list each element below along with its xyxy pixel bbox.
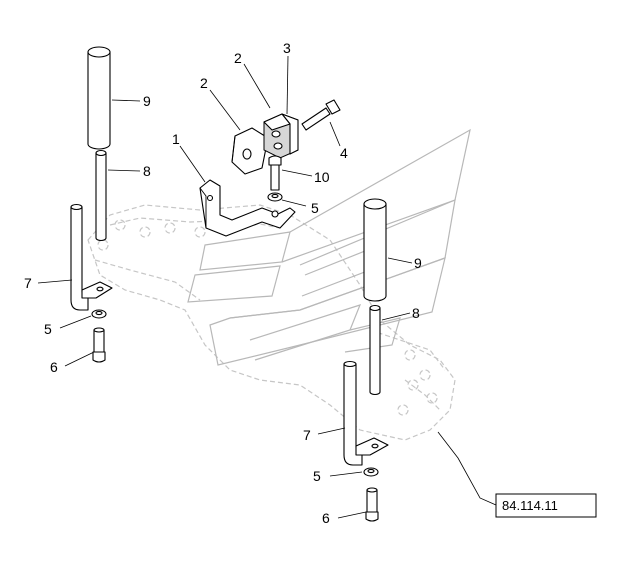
tube-right — [363, 198, 387, 302]
callout-10: 10 — [314, 169, 330, 185]
tube-left — [87, 46, 111, 150]
callout-7-left: 7 — [24, 275, 32, 291]
callout-6-left: 6 — [50, 359, 58, 375]
clamp-plate — [231, 127, 269, 175]
callout-5-middle: 5 — [311, 200, 319, 216]
callout-5-right: 5 — [313, 468, 321, 484]
brand-logo-watermark — [187, 128, 471, 366]
callout-9-right: 9 — [414, 255, 422, 271]
callout-6-right: 6 — [322, 510, 330, 526]
chassis-frame-ghost — [87, 204, 456, 441]
washer-right — [363, 467, 379, 477]
rod-right — [369, 304, 381, 396]
bolt-right — [365, 487, 379, 522]
callout-4: 4 — [340, 145, 348, 161]
callout-5-left: 5 — [44, 321, 52, 337]
callout-8-right: 8 — [412, 305, 420, 321]
callout-1: 1 — [172, 131, 180, 147]
mounting-bracket — [199, 179, 296, 237]
callout-2-right: 2 — [234, 50, 242, 66]
rod-left — [95, 149, 107, 242]
support-rod-bracket-right — [343, 360, 389, 466]
callout-8-left: 8 — [143, 163, 151, 179]
bolt-left — [92, 327, 106, 363]
callout-3: 3 — [283, 40, 291, 56]
callout-labels: 9 8 7 5 6 1 2 2 3 4 10 5 9 8 7 5 6 — [24, 40, 422, 526]
screw — [268, 155, 282, 191]
support-rod-bracket-left — [70, 203, 113, 311]
reference-code: 84.114.11 — [502, 498, 558, 513]
washer-middle — [267, 192, 283, 202]
rubber-block-assembly — [263, 113, 299, 159]
reference-box: 84.114.11 — [495, 493, 597, 518]
callout-2-left: 2 — [200, 75, 208, 91]
bolt-top — [301, 99, 341, 131]
callout-9-left: 9 — [143, 93, 151, 109]
washer-left — [91, 309, 107, 319]
leader-lines — [37, 55, 497, 519]
callout-7-right: 7 — [303, 427, 311, 443]
